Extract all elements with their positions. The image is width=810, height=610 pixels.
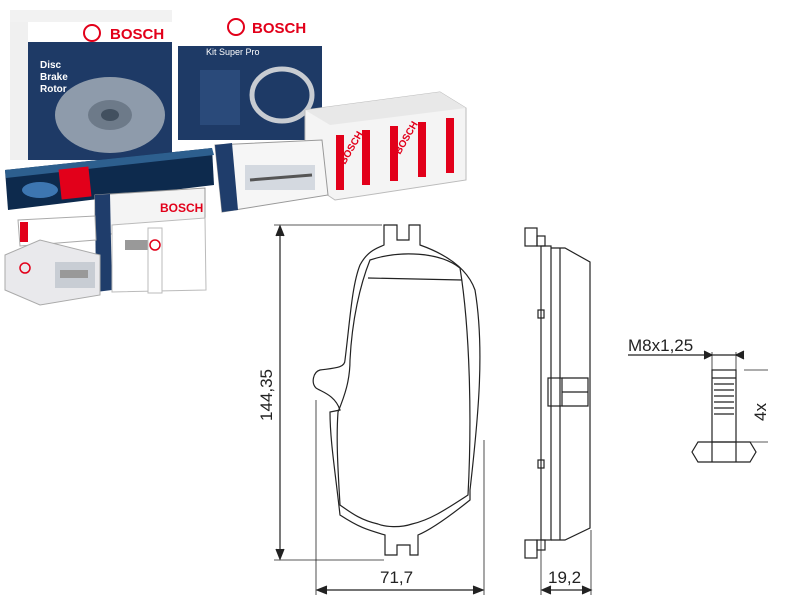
brake-pad-boxes: BOSCH BOSCH: [304, 91, 467, 201]
pad-side-view: [524, 227, 591, 559]
rotor-label-1: Disc: [40, 60, 62, 71]
width-dimension: 71,7: [380, 568, 413, 587]
rotor-box-brand: BOSCH: [110, 26, 164, 43]
brake-shoe-box: [214, 139, 329, 213]
thread-dimension: M8x1,25: [628, 336, 693, 355]
product-collage: BOSCH Disc Brake Rotor BOSCH Kit Super P…: [4, 10, 467, 306]
bolt-drawing: [691, 369, 757, 463]
rotor-label-3: Rotor: [40, 84, 67, 95]
technical-drawing: [274, 224, 768, 595]
spark-plug-box: BOSCH: [94, 187, 207, 294]
drum-shoes-image: [249, 66, 315, 124]
drum-kit-box: BOSCH Kit Super Pro: [178, 10, 322, 140]
rotor-box: BOSCH Disc Brake Rotor: [10, 10, 172, 160]
dimension-lines: [274, 224, 768, 595]
thickness-dimension: 19,2: [548, 568, 581, 587]
height-dimension: 144,35: [257, 369, 276, 421]
sensor-box: [4, 215, 101, 306]
pad-front-view: [312, 224, 481, 556]
quantity-label: 4x: [751, 403, 770, 421]
rotor-label-2: Brake: [40, 72, 68, 83]
drum-kit-brand: BOSCH: [252, 20, 306, 37]
spark-plug-brand: BOSCH: [160, 201, 203, 215]
wiper-box: [5, 148, 214, 210]
drum-kit-label: Kit Super Pro: [206, 47, 260, 57]
